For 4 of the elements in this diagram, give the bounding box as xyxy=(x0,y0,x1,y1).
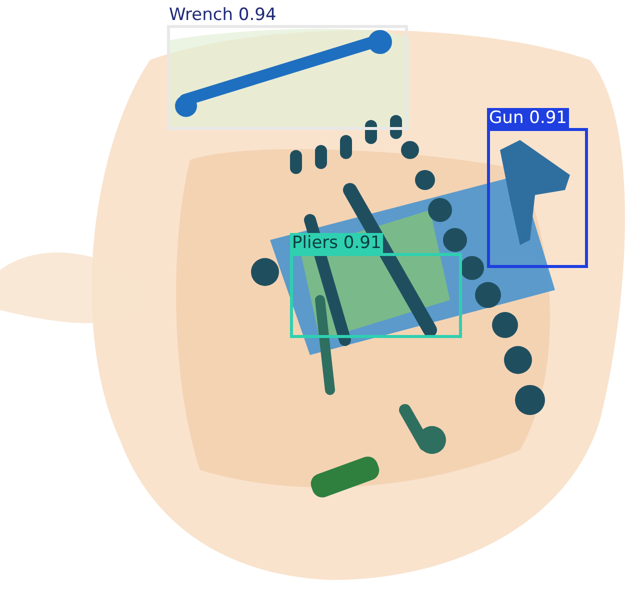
detection-box xyxy=(290,233,462,338)
detection-label: Gun 0.91 xyxy=(487,108,569,128)
detection-label: Pliers 0.91 xyxy=(290,233,384,253)
detection-box xyxy=(167,5,408,130)
